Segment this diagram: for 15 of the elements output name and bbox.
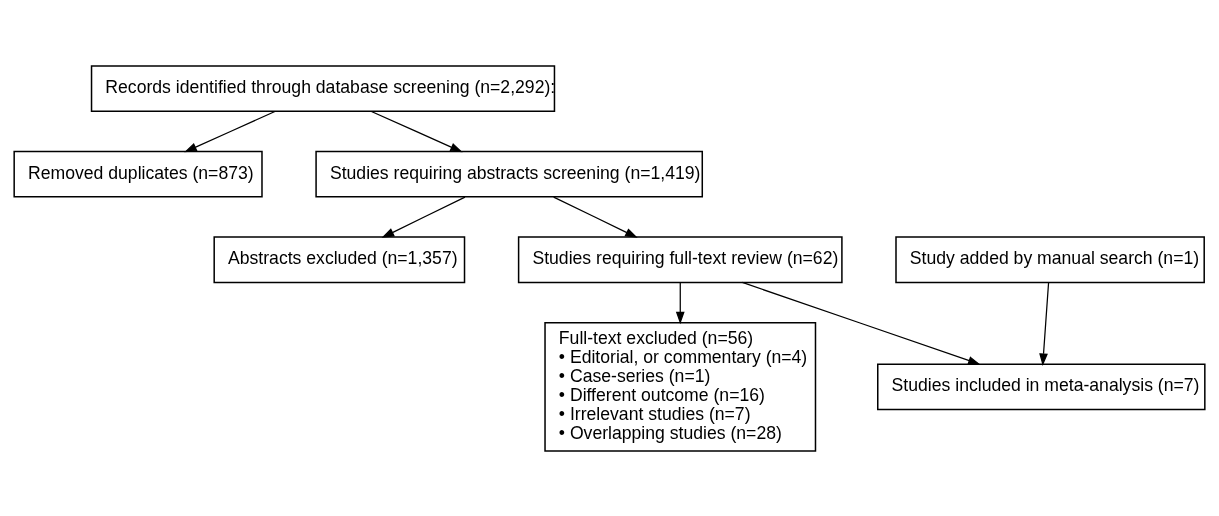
arrow bbox=[553, 195, 638, 238]
arrow bbox=[370, 110, 463, 152]
arrow bbox=[184, 110, 276, 152]
arrow bbox=[741, 281, 981, 365]
node-box: Studies requiring full-text review (n=62) bbox=[517, 235, 843, 283]
node-box: Removed duplicates (n=873) bbox=[13, 150, 263, 198]
node-box: Abstracts excluded (n=1,357) bbox=[213, 235, 466, 283]
node-box: Full-text excluded (n=56) • Editorial, or commentary (n=4) • Case-series (n=1) • Different outcome (n=16) • Irrelevant studies (n=7) • Overlapping studies (n=28) bbox=[544, 321, 817, 452]
node-box: Records identified through database screening (n=2,292): bbox=[90, 64, 556, 112]
node-box: Studies included in meta-analysis (n=7) bbox=[877, 362, 1206, 410]
node-box: Studies requiring abstracts screening (n=1,419) bbox=[315, 150, 704, 198]
arrow bbox=[381, 195, 466, 238]
arrow bbox=[1039, 281, 1050, 366]
arrow bbox=[675, 281, 685, 324]
node-box: Study added by manual search (n=1) bbox=[895, 235, 1205, 283]
